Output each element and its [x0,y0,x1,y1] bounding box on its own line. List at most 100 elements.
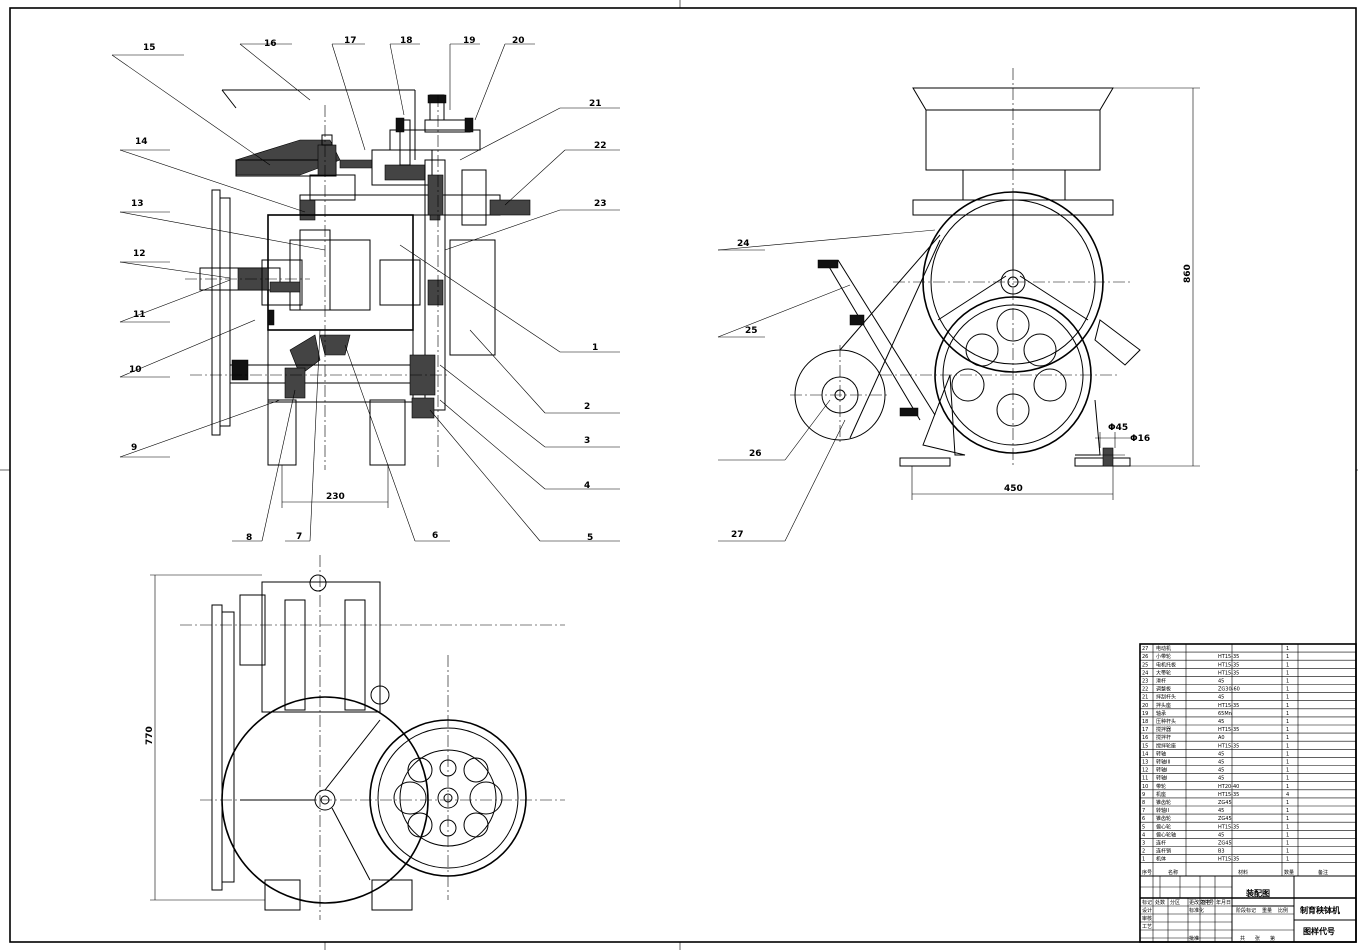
dim-side-height: 860 [1183,264,1193,283]
part-name: 转轴III [1156,759,1170,766]
callout-7: 7 [296,532,302,542]
part-material: 45 [1218,808,1224,814]
part-qty: 1 [1286,687,1289,693]
part-no: 20 [1142,703,1148,709]
part-qty: 1 [1286,824,1289,830]
part-material: HT15-35 [1218,727,1239,733]
part-material: 45 [1218,760,1224,766]
part-no: 26 [1142,654,1148,660]
part-material: 45 [1218,832,1224,838]
callout-24: 24 [737,239,750,249]
part-name: 拌头座 [1156,702,1171,709]
part-name: 偏心轮 [1156,823,1171,830]
part-no: 9 [1142,792,1145,798]
callout-25: 25 [745,326,758,336]
callout-27: 27 [731,530,744,540]
part-no: 6 [1142,816,1145,822]
dim-side-width: 450 [1004,484,1023,494]
tb-review: 审核 [1142,915,1152,922]
part-qty: 1 [1286,662,1289,668]
part-qty: 1 [1286,784,1289,790]
tb-hdr-note: 备注 [1318,869,1328,876]
callout-17: 17 [344,36,357,46]
part-material: HT15-35 [1218,670,1239,676]
machine-name: 制育秧钵机 [1300,905,1340,915]
part-material: HT15-35 [1218,743,1239,749]
part-name: 拌刮杆头 [1156,694,1176,701]
part-no: 1 [1142,857,1145,863]
part-material: B3 [1218,849,1225,855]
part-no: 18 [1142,719,1148,725]
part-qty: 1 [1286,711,1289,717]
part-qty: 1 [1286,695,1289,701]
front-view: 230 [111,43,620,542]
part-name: 锥齿轮 [1156,815,1171,822]
part-no: 2 [1142,849,1145,855]
part-name: 搅拌杆 [1156,734,1171,741]
part-no: 15 [1142,743,1148,749]
part-material: HT15-35 [1218,662,1239,668]
part-qty: 1 [1286,808,1289,814]
part-no: 16 [1142,735,1148,741]
part-name: 连杆 [1156,840,1166,847]
tb-change-doc: 更改文件号 [1189,899,1214,906]
part-qty: 1 [1286,679,1289,685]
part-no: 14 [1142,751,1148,757]
part-qty: 1 [1286,800,1289,806]
tb-date: 年月日 [1216,899,1231,906]
tb-design: 设计 [1142,907,1152,914]
part-qty: 1 [1286,670,1289,676]
part-qty: 1 [1286,703,1289,709]
callout-15: 15 [143,43,156,53]
part-name: 电动机 [1156,645,1171,652]
callout-2: 2 [584,402,590,412]
tb-zone: 分区 [1170,899,1180,906]
part-qty: 1 [1286,654,1289,660]
part-name: 机座 [1156,791,1166,798]
tb-mark: 标记 [1142,899,1152,906]
callout-4: 4 [584,481,590,491]
tb-hdr-no: 序号 [1142,869,1152,876]
tb-hdr-material: 材料 [1238,869,1248,876]
drawing-code: 图样代号 [1303,926,1335,936]
part-name: 电机托板 [1156,661,1176,668]
part-qty: 1 [1286,751,1289,757]
dim-dia-45: Φ45 [1108,423,1128,433]
tb-sign: 签名 [1201,899,1211,906]
tb-sheet: 张 [1255,935,1260,942]
tb-weight: 重量 [1262,907,1272,914]
part-qty: 1 [1286,760,1289,766]
part-material: ZG45 [1218,841,1232,847]
callout-20: 20 [512,36,525,46]
part-name: 转轴 [1156,750,1166,757]
tb-number: 第 [1270,935,1275,942]
part-name: 带轮 [1156,783,1166,790]
part-no: 22 [1142,687,1148,693]
part-no: 3 [1142,841,1145,847]
callout-22: 22 [594,141,607,151]
callout-12: 12 [133,249,146,259]
part-material: 65Mn [1218,711,1232,717]
part-name: 调整板 [1156,686,1171,693]
callout-18: 18 [400,36,413,46]
part-material: ZG30-60 [1218,687,1240,693]
dim-dia-16: Φ16 [1130,434,1150,444]
side-view: 860 450 Φ45 Φ16 [717,68,1200,542]
part-qty: 1 [1286,743,1289,749]
part-material: ZG45 [1218,816,1232,822]
part-name: 搅拌轮座 [1156,742,1176,749]
part-name: 搅拌器 [1156,726,1171,733]
part-no: 13 [1142,760,1148,766]
part-name: 滑杆 [1156,678,1166,685]
part-no: 7 [1142,808,1145,814]
callout-5: 5 [587,533,593,543]
callout-8: 8 [246,533,252,543]
part-no: 10 [1142,784,1148,790]
part-name: 压种杆头 [1156,718,1176,725]
part-no: 12 [1142,768,1148,774]
tb-total: 共 [1240,935,1245,942]
tb-scale: 比例 [1278,907,1288,914]
part-qty: 1 [1286,768,1289,774]
callout-11: 11 [133,310,146,320]
